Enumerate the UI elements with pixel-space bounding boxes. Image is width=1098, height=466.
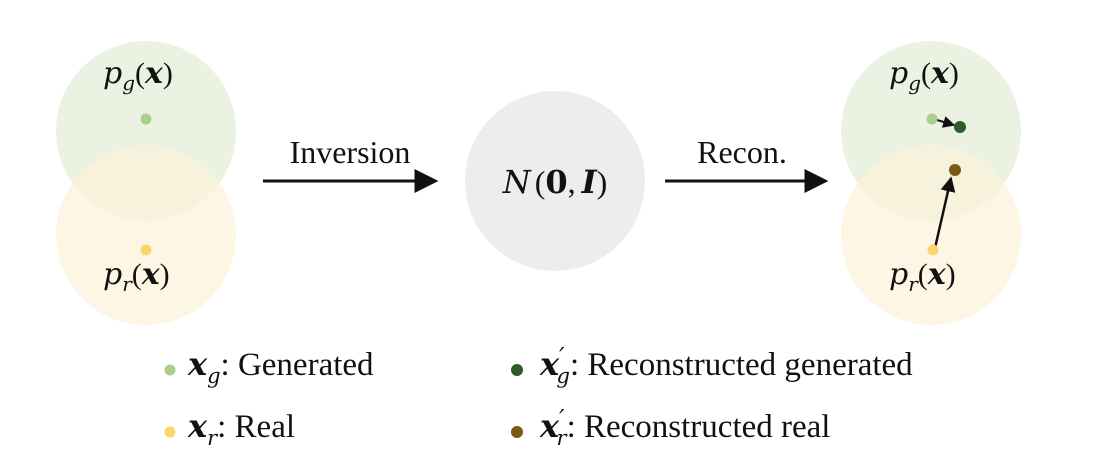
right-recon-generated-dot — [954, 121, 966, 133]
left-pr-label: pr(x) — [103, 257, 170, 296]
right-real-dot — [927, 244, 939, 256]
latent-distribution: N(0,I) — [465, 91, 645, 271]
real-recon-arrow — [933, 176, 956, 249]
right-generated-dot — [926, 113, 938, 125]
recon-arrow-group: Recon. — [665, 134, 829, 193]
legend: xg: Generated xr: Real x′g: Reconstructe… — [164, 343, 913, 450]
legend-item-generated: xg: Generated — [164, 345, 374, 388]
legend-recon-real-text: x′r: Reconstructed real — [539, 405, 830, 450]
legend-recon-real-dot — [511, 426, 523, 438]
legend-generated-text: xg: Generated — [187, 345, 374, 388]
legend-real-dot — [164, 426, 176, 438]
right-distributions: pg(x) pr(x) — [841, 41, 1021, 325]
legend-generated-dot — [164, 364, 176, 376]
inversion-arrow-group: Inversion — [263, 134, 439, 193]
latent-region — [465, 91, 645, 271]
legend-recon-generated-text: x′g: Reconstructed generated — [539, 343, 913, 388]
right-real-region — [841, 145, 1021, 325]
right-pg-label: pg(x) — [889, 56, 959, 95]
right-recon-real-dot — [949, 164, 961, 176]
left-distributions: pg(x) pr(x) — [56, 41, 236, 325]
legend-recon-generated-dot — [511, 364, 523, 376]
legend-item-real: xr: Real — [164, 407, 295, 450]
left-real-dot — [140, 244, 152, 256]
left-generated-dot — [140, 113, 152, 125]
right-pr-label: pr(x) — [889, 257, 956, 296]
legend-real-text: xr: Real — [187, 407, 295, 450]
legend-item-recon-generated: x′g: Reconstructed generated — [511, 343, 913, 388]
left-pg-label: pg(x) — [103, 56, 173, 95]
gen-recon-arrow — [936, 116, 956, 128]
recon-label: Recon. — [697, 134, 787, 170]
legend-item-recon-real: x′r: Reconstructed real — [511, 405, 830, 450]
left-real-region — [56, 145, 236, 325]
latent-label: N(0,I) — [502, 163, 608, 201]
inversion-label: Inversion — [290, 134, 411, 170]
